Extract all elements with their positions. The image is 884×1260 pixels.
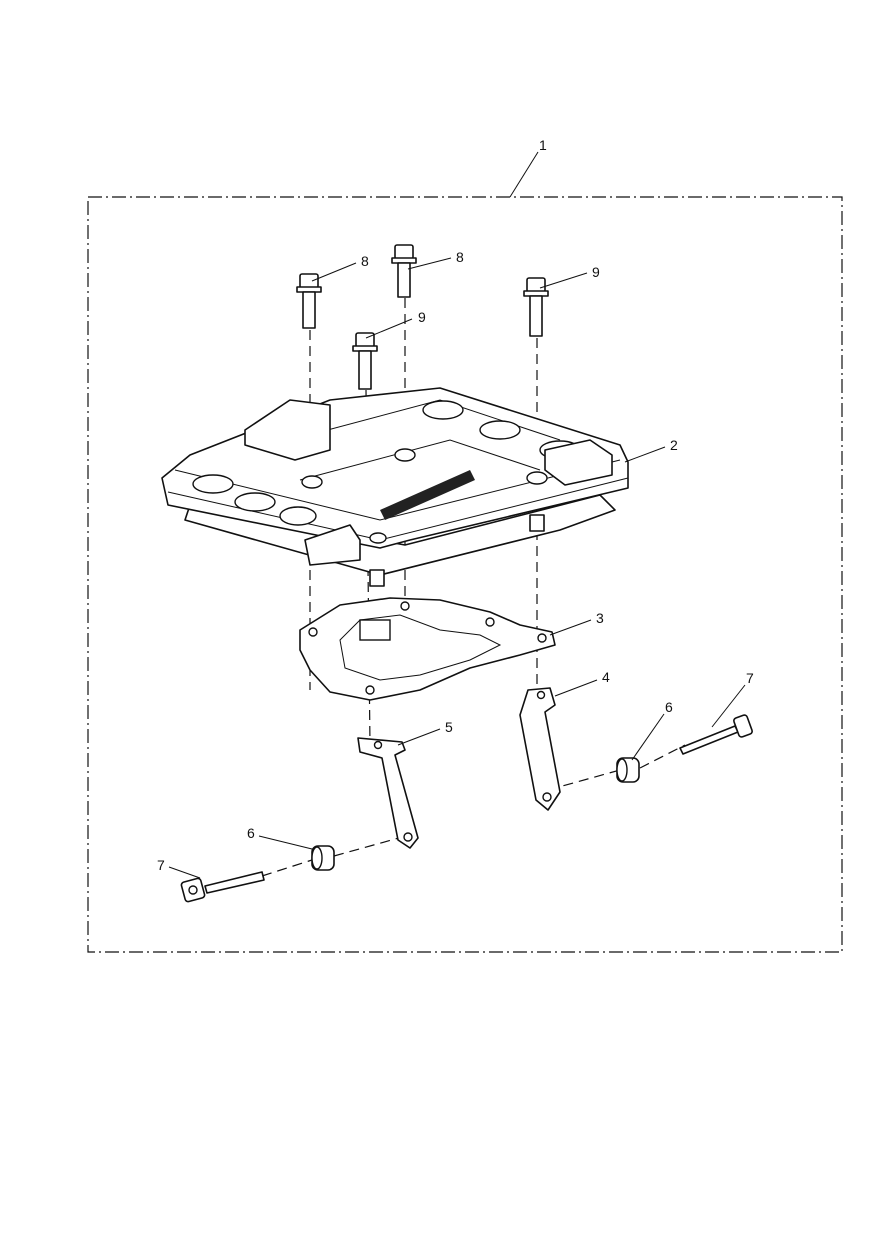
callout-8-center: 8 bbox=[456, 249, 464, 265]
leader-lines bbox=[168, 151, 746, 879]
mounting-plate bbox=[299, 597, 556, 701]
callout-9-right: 9 bbox=[592, 264, 600, 280]
callout-8-left: 8 bbox=[361, 253, 369, 269]
callout-4: 4 bbox=[602, 669, 610, 685]
bolt-9-front bbox=[352, 332, 378, 390]
callout-3: 3 bbox=[596, 610, 604, 626]
assembly-lines bbox=[261, 298, 686, 877]
callout-5: 5 bbox=[445, 719, 453, 735]
bolt-7-left bbox=[180, 871, 265, 903]
callout-6-right: 6 bbox=[665, 699, 673, 715]
callout-9-front: 9 bbox=[418, 309, 426, 325]
callout-7-right: 7 bbox=[746, 670, 754, 686]
callout-6-left: 6 bbox=[247, 825, 255, 841]
callout-7-left: 7 bbox=[157, 857, 165, 873]
bracket-left bbox=[357, 737, 419, 849]
callout-1: 1 bbox=[539, 137, 547, 153]
bracket-right bbox=[519, 687, 561, 811]
bolt-9-right bbox=[523, 277, 549, 337]
spacer-right bbox=[616, 757, 640, 783]
bolt-8-left bbox=[296, 273, 322, 329]
spacer-left bbox=[311, 845, 335, 871]
kit-boundary-frame bbox=[87, 196, 843, 953]
bolt-8-center bbox=[391, 244, 417, 298]
bolt-7-right bbox=[679, 714, 753, 755]
top-rack-plate bbox=[161, 387, 629, 587]
callout-2: 2 bbox=[670, 437, 678, 453]
